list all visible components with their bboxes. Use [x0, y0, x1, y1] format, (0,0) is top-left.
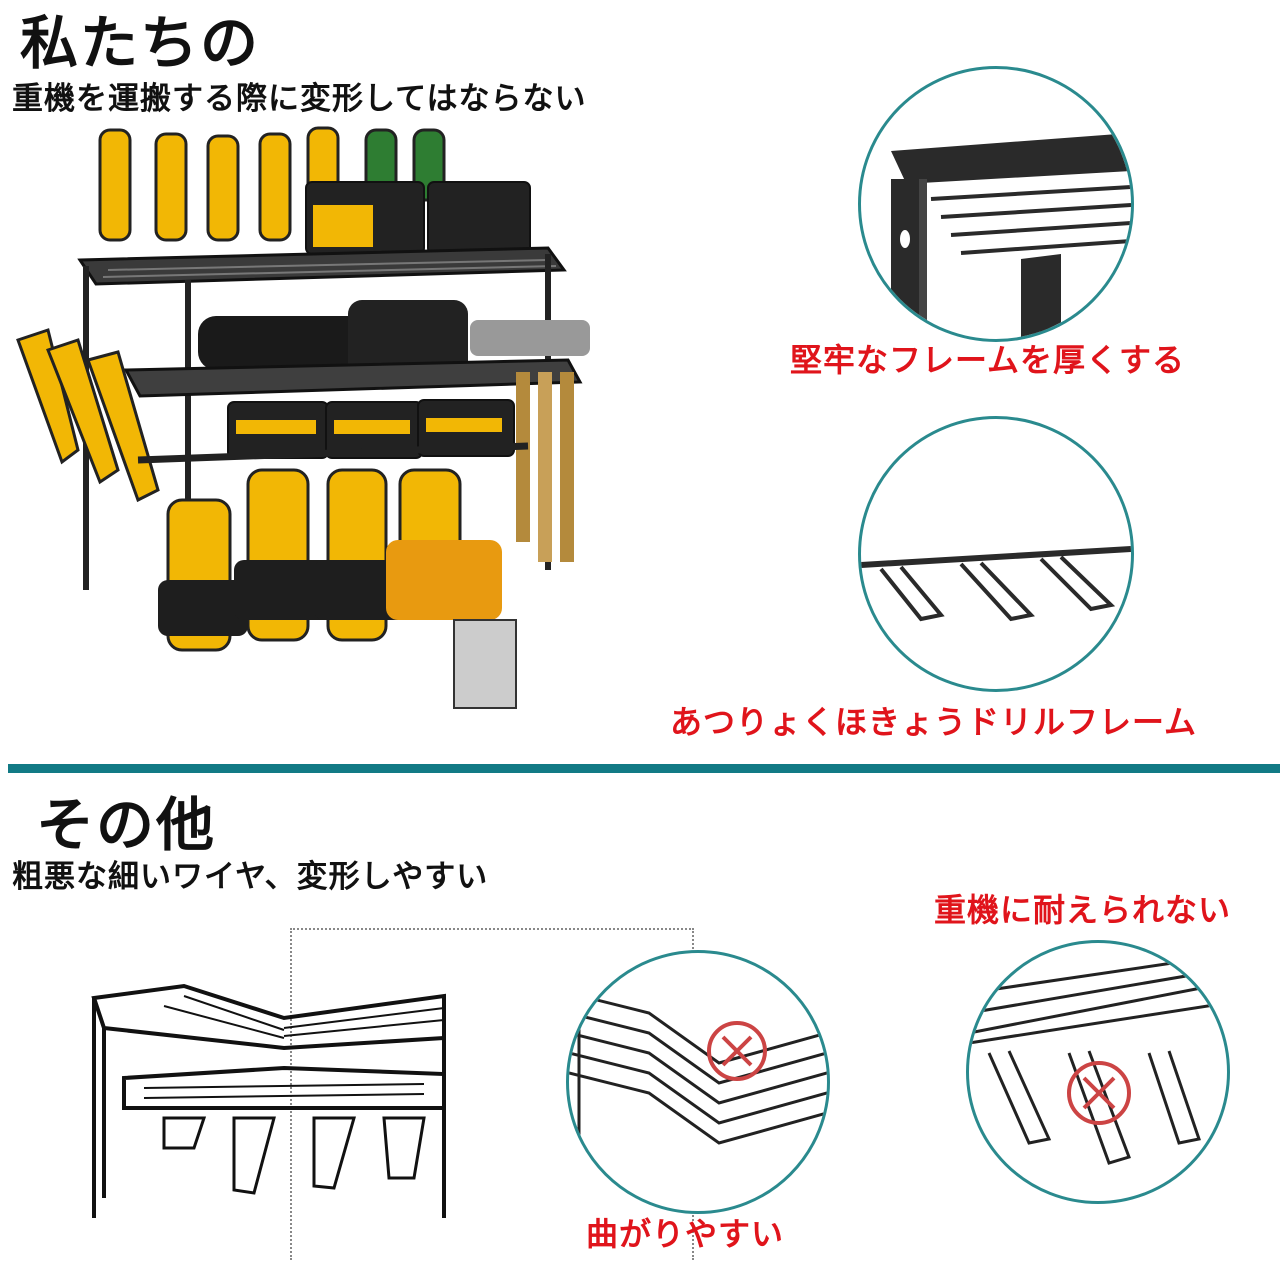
- section-divider: [8, 764, 1280, 773]
- top-subheading: 重機を運搬する際に変形してはならない: [12, 81, 587, 117]
- thick-frame-closeup: [858, 66, 1134, 342]
- bottom-heading: その他: [36, 791, 217, 859]
- callout-cannot-bear: 重機に耐えられない: [934, 891, 1232, 929]
- callout-thick-frame: 堅牢なフレームを厚くする: [790, 341, 1186, 379]
- bent-wire-closeup: [566, 950, 830, 1214]
- callout-drill-frame: あつりょくほきょうドリルフレーム: [670, 703, 1198, 741]
- callout-easy-bend: 曲がりやすい: [586, 1215, 785, 1253]
- bottom-subheading: 粗悪な細いワイヤ、変形しやすい: [12, 859, 489, 895]
- top-heading: 私たちの: [20, 9, 261, 77]
- x-circle-icon-1: [707, 1021, 767, 1081]
- drill-frame-closeup: [858, 416, 1134, 692]
- x-circle-icon-2: [1067, 1061, 1131, 1125]
- product-rack-photo: [8, 120, 648, 740]
- weak-shelf-closeup: [966, 940, 1230, 1204]
- flimsy-rack-photo: [84, 978, 464, 1228]
